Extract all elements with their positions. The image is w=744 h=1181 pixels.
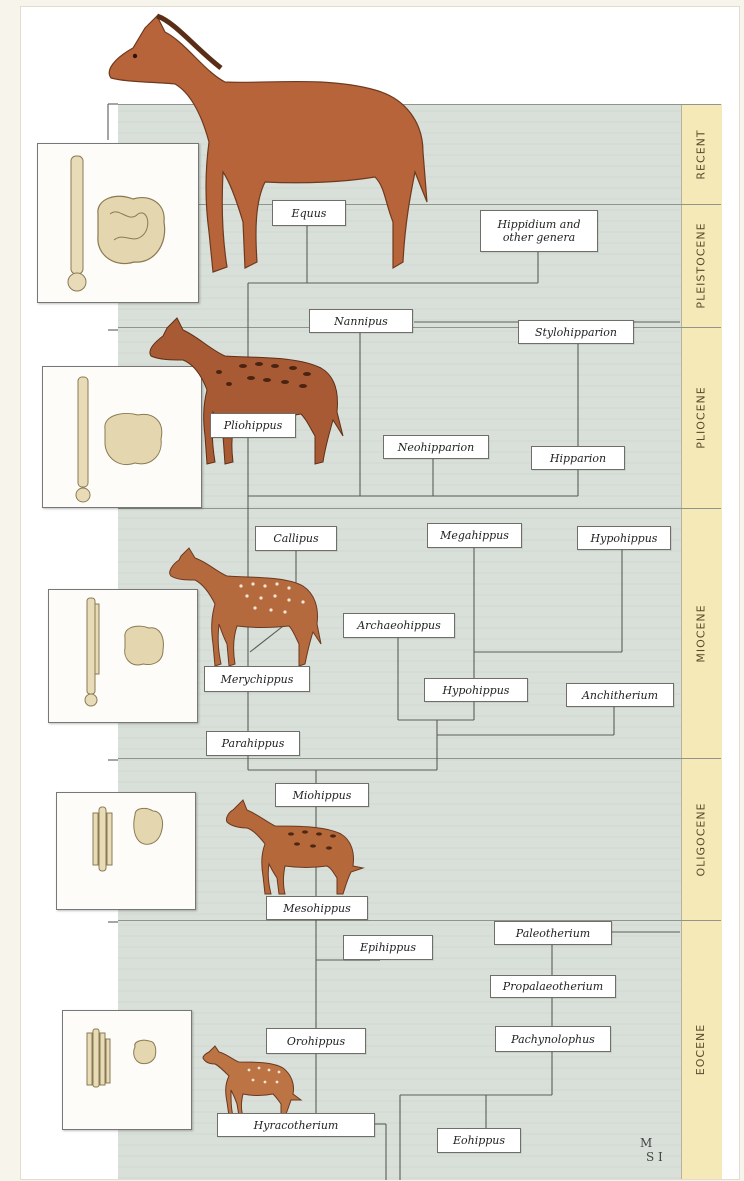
genus-pachynolophus: Pachynolophus <box>495 1026 611 1052</box>
foot-and-tooth-inset-hyracotherium <box>62 1010 192 1130</box>
genus-nannipus: Nannipus <box>309 309 413 333</box>
genus-miohippus: Miohippus <box>275 783 369 807</box>
genus-mesohippus: Mesohippus <box>266 896 368 920</box>
genus-hypohippus: Hypohippus <box>424 678 528 702</box>
genus-neohipparion: Neohipparion <box>383 435 489 459</box>
leg-bone-illustration <box>57 793 195 909</box>
genus-archaeohippus: Archaeohippus <box>343 613 455 638</box>
mesohippus-horse-illustration <box>225 796 375 896</box>
artist-signature: M S I <box>640 1136 663 1164</box>
genus-parahippus: Parahippus <box>206 731 300 756</box>
genus-stylohipparion: Stylohipparion <box>518 320 634 344</box>
genus-megahippus: Megahippus <box>427 523 522 548</box>
genus-eohippus: Eohippus <box>437 1128 521 1153</box>
genus-merychippus: Merychippus <box>204 666 310 692</box>
genus-pliohippus: Pliohippus <box>210 413 296 438</box>
genus-propalaeotherium: Propalaeotherium <box>490 975 616 998</box>
genus-hypohippus-upper: Hypohippus <box>577 526 671 550</box>
equus-horse-illustration <box>105 12 435 282</box>
genus-equus: Equus <box>272 200 346 226</box>
genus-paleotherium: Paleotherium <box>494 921 612 945</box>
genus-callipus: Callipus <box>255 526 337 551</box>
genus-hipparion: Hipparion <box>531 446 625 470</box>
genus-hyracotherium: Hyracotherium <box>217 1113 375 1137</box>
genus-orohippus: Orohippus <box>266 1028 366 1054</box>
genus-epihippus: Epihippus <box>343 935 433 960</box>
foot-and-tooth-inset-mesohippus <box>56 792 196 910</box>
pliohippus-horse-illustration <box>147 316 347 466</box>
genus-anchitherium: Anchitherium <box>566 683 674 707</box>
leg-bone-illustration <box>63 1011 191 1129</box>
merychippus-horse-illustration <box>167 546 327 666</box>
